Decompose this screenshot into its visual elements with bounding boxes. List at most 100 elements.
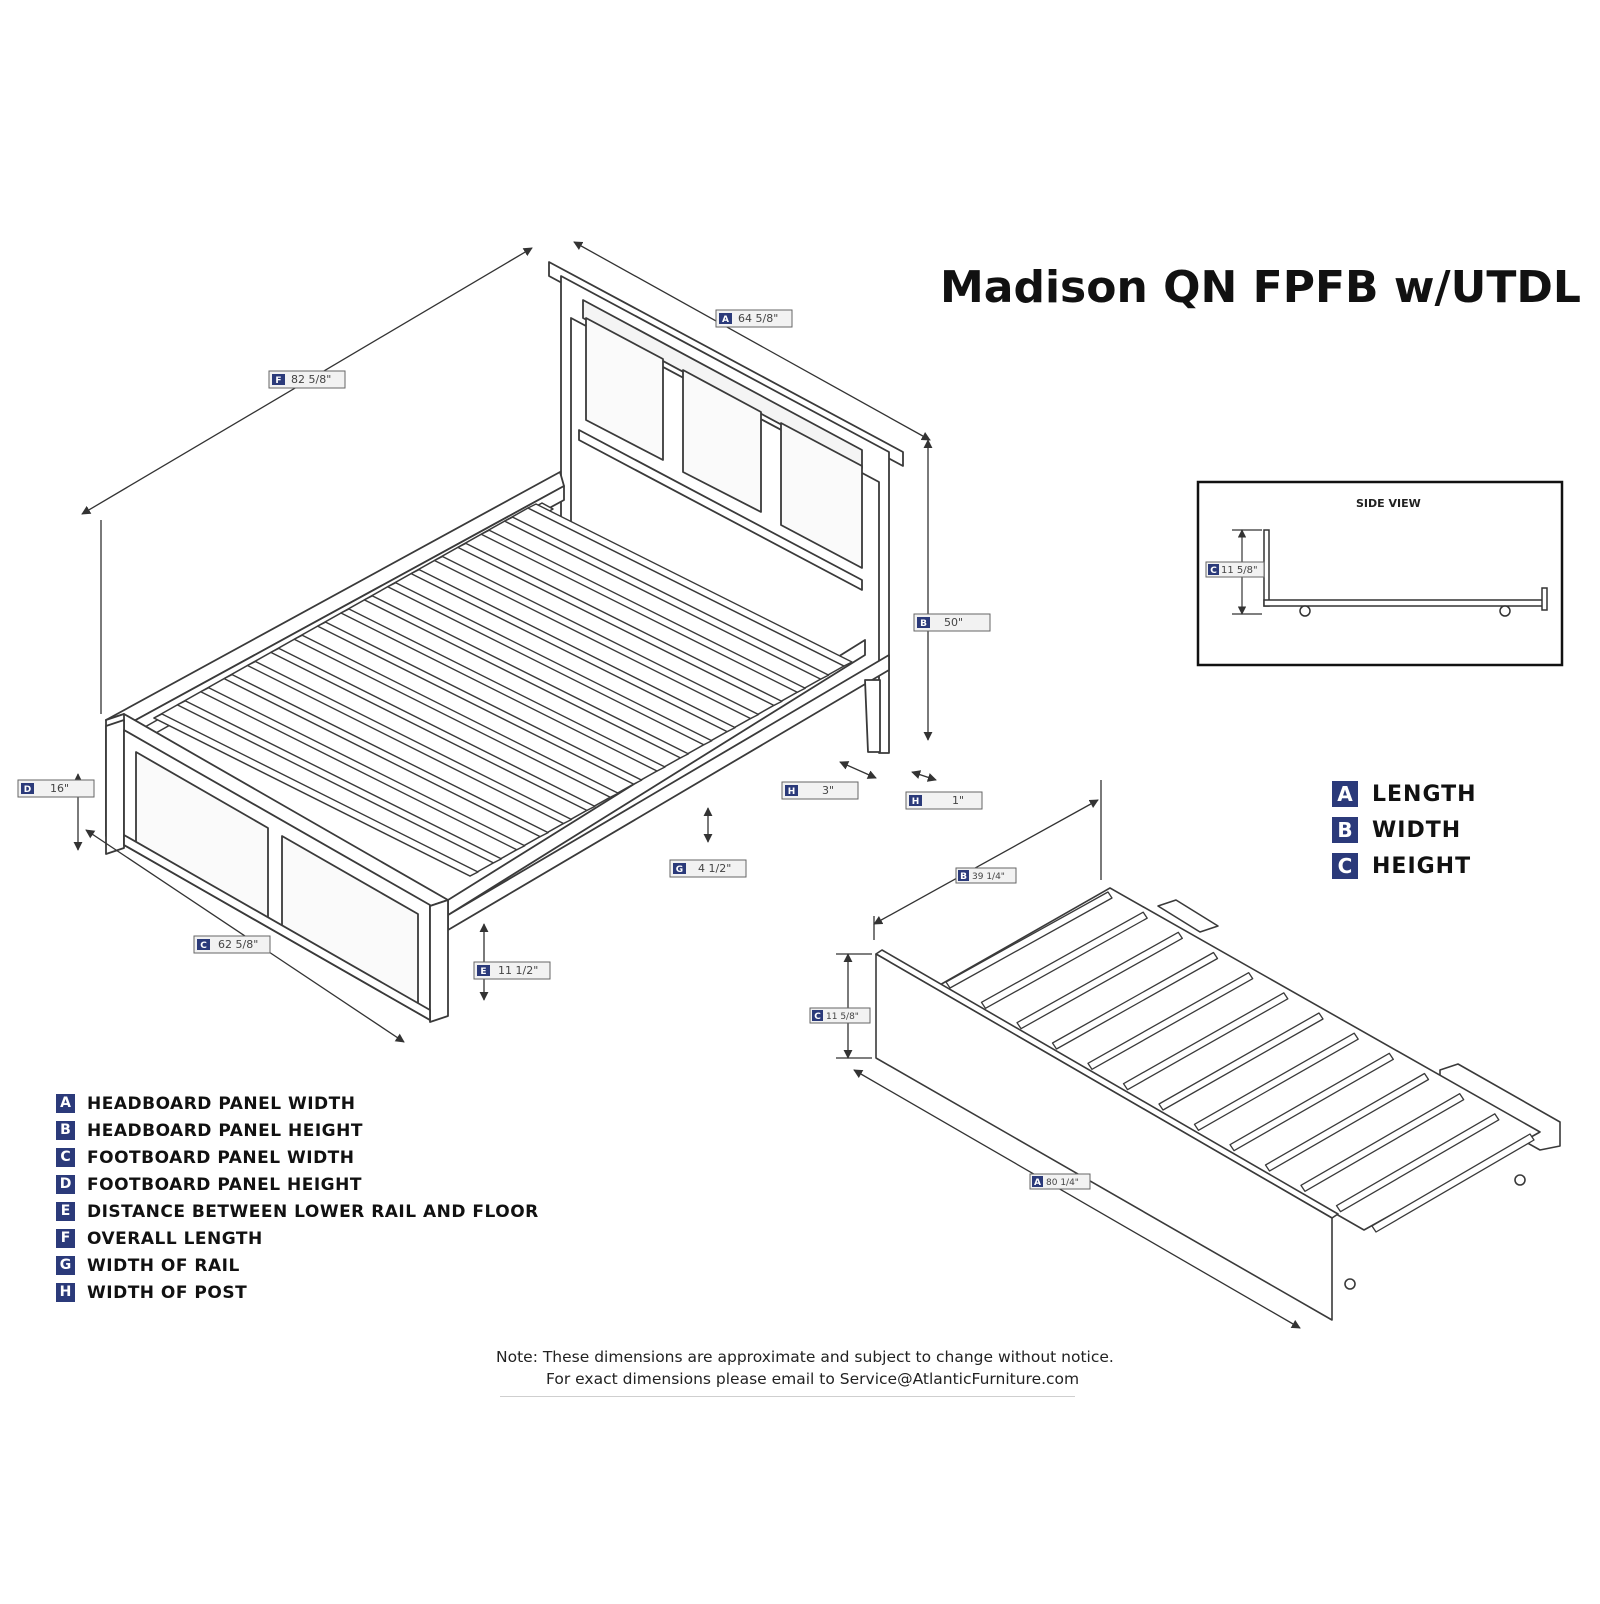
legend-badge: H [56,1283,75,1302]
dim-label-G: G 4 1/2" [669,859,747,878]
dim-D-value: 16" [50,782,69,795]
slat [223,673,549,838]
slat [363,595,690,759]
dim-E-value: 11 1/2" [498,964,538,977]
legend-badge: C [1332,853,1358,879]
trundle-dim-A: A 80 1/4" [1029,1173,1091,1190]
trundle-slat [1016,931,1183,1030]
trundle-B-letter: B [960,872,967,882]
trundle-slat [1087,972,1254,1070]
side-view-box: C 11 5/8" [1196,480,1564,667]
legend-left-item: F OVERALL LENGTH [56,1225,539,1252]
dim-C-value: 62 5/8" [218,938,258,951]
slat [293,634,619,798]
legend-left-item: G WIDTH OF RAIL [56,1252,539,1279]
side-view-dim-C: C 11 5/8" [1205,561,1265,578]
slat [457,542,783,707]
legend-badge: E [56,1202,75,1221]
dim-A-letter: A [722,315,729,325]
slat-lines [153,503,853,877]
dim-H1-letter: H [788,787,796,797]
legend-right-item: C HEIGHT [1332,848,1477,884]
note-divider [500,1396,1075,1397]
slat [246,660,573,825]
dim-label-H-3: H 3" [781,781,859,800]
trundle-A-letter: A [1034,1178,1041,1188]
dim-label-D: D 16" [17,779,95,798]
dim-label-E: E 11 1/2" [473,961,551,980]
legend-left-item: E DISTANCE BETWEEN LOWER RAIL AND FLOOR [56,1198,539,1225]
slat [176,700,503,864]
legend-parts: A HEADBOARD PANEL WIDTH B HEADBOARD PANEL … [56,1090,539,1306]
dim-label-C: C 62 5/8" [193,935,271,954]
legend-badge: A [56,1094,75,1113]
dim-G-value: 4 1/2" [698,862,731,875]
legend-label: WIDTH OF POST [87,1282,248,1303]
trundle-slat [1371,1133,1535,1233]
legend-left-item: A HEADBOARD PANEL WIDTH [56,1090,539,1117]
trundle-C-value: 11 5/8" [826,1012,859,1022]
legend-label: WIDTH OF RAIL [87,1255,240,1276]
legend-right-item: B WIDTH [1332,812,1477,848]
legend-badge: D [56,1175,75,1194]
dim-F-letter: F [275,376,281,386]
legend-right-item: A LENGTH [1332,776,1477,812]
legend-dimensions: A LENGTH B WIDTH C HEIGHT [1332,776,1477,884]
legend-badge: C [56,1148,75,1167]
legend-label: HEADBOARD PANEL WIDTH [87,1093,356,1114]
slat [527,503,853,667]
dim-A-value: 64 5/8" [738,312,778,325]
dimension-lines-trundle [836,780,1301,1329]
dim-B-value: 50" [944,616,963,629]
dim-H1-value: 3" [822,784,834,797]
legend-label: OVERALL LENGTH [87,1228,263,1249]
slat [200,687,526,851]
dim-E-letter: E [480,967,486,977]
disclaimer-note: Note: These dimensions are approximate a… [496,1348,1116,1388]
trundle-dim-C: C 11 5/8" [809,1007,871,1024]
trundle-A-value: 80 1/4" [1046,1178,1079,1188]
legend-left-item: H WIDTH OF POST [56,1279,539,1306]
trundle-C-letter: C [814,1012,821,1022]
legend-label: WIDTH [1372,817,1462,843]
note-line-1: Note: These dimensions are approximate a… [496,1348,1114,1366]
slat [503,516,830,680]
trundle-B-value: 39 1/4" [972,872,1005,882]
dim-label-F: F 82 5/8" [268,370,346,389]
slat [410,568,736,733]
legend-badge: B [56,1121,75,1140]
main-bed-drawing [105,261,904,1023]
legend-badge: B [1332,817,1358,843]
legend-label: LENGTH [1372,781,1477,807]
dim-label-H-1: H 1" [905,791,983,810]
dim-D-letter: D [24,785,31,795]
trundle-slat [980,911,1148,1009]
slat [270,647,596,812]
side-view-dim-letter: C [1210,566,1217,576]
legend-label: DISTANCE BETWEEN LOWER RAIL AND FLOOR [87,1201,539,1222]
legend-badge: F [56,1229,75,1248]
slat [480,529,806,693]
dim-H2-letter: H [912,797,920,807]
legend-badge: A [1332,781,1358,807]
dim-F-value: 82 5/8" [291,373,331,386]
legend-left-item: B HEADBOARD PANEL HEIGHT [56,1117,539,1144]
side-view-dim-value: 11 5/8" [1221,565,1258,576]
trundle-slat [1335,1113,1500,1213]
diagram-title: Madison QN FPFB w/UTDL [940,262,1581,313]
legend-badge: G [56,1256,75,1275]
trundle-slat [1300,1093,1465,1192]
legend-label: HEADBOARD PANEL HEIGHT [87,1120,363,1141]
legend-label: HEIGHT [1372,853,1472,879]
dim-C-letter: C [200,941,207,951]
trundle-drawing [875,887,1561,1321]
trundle-dim-B: B 39 1/4" [955,867,1017,884]
note-line-2: For exact dimensions please email to Ser… [546,1370,1080,1388]
slat [316,621,643,785]
dim-G-letter: G [676,865,683,875]
slat [340,608,666,772]
